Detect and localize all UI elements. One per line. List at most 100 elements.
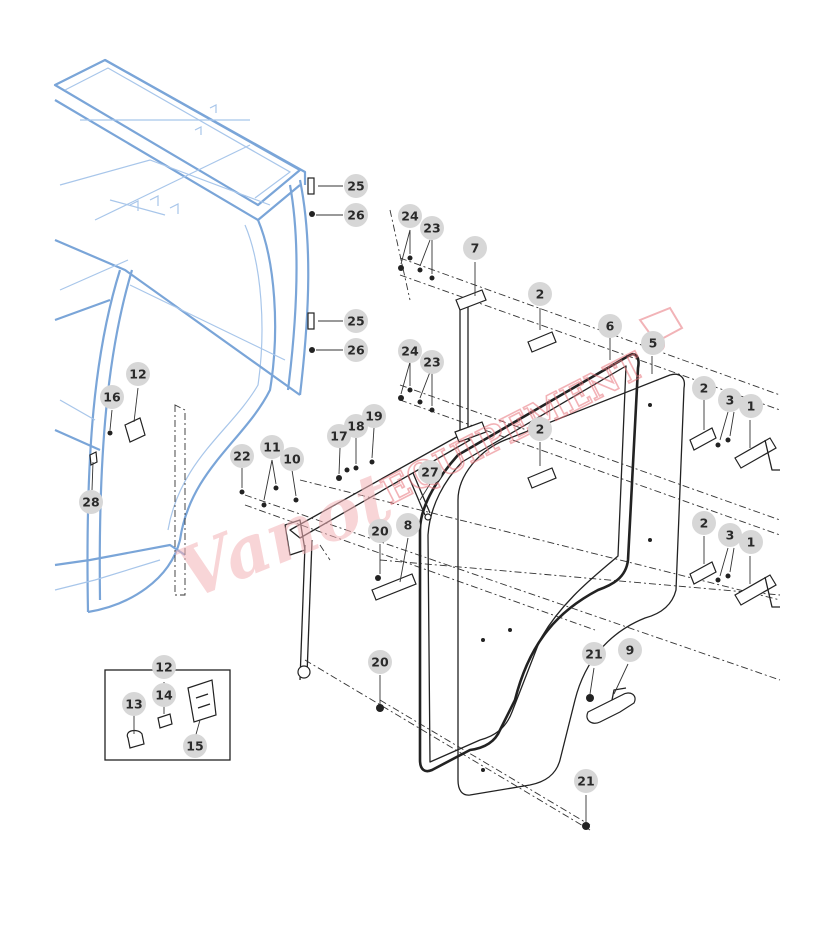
callout-10: 10 <box>280 447 304 471</box>
svg-text:18: 18 <box>347 419 364 434</box>
callout-19: 19 <box>362 404 386 428</box>
svg-text:12: 12 <box>155 660 172 675</box>
callout-20-b: 20 <box>368 650 392 674</box>
plate-2-top <box>527 331 557 353</box>
assembly-lines <box>244 209 781 831</box>
callout-23-top: 23 <box>420 216 444 240</box>
svg-text:2: 2 <box>700 516 709 531</box>
svg-text:15: 15 <box>186 739 203 754</box>
plate-8 <box>371 573 417 601</box>
callouts: 25 26 25 26 24 23 7 2 6 5 24 23 2 3 1 2 … <box>79 174 763 793</box>
door-glass <box>457 373 686 796</box>
svg-text:1: 1 <box>747 535 756 550</box>
callout-1-a: 1 <box>739 394 763 418</box>
svg-text:5: 5 <box>649 336 658 351</box>
plate-2-right-low <box>689 561 717 585</box>
callout-9: 9 <box>618 638 642 662</box>
callout-3-a: 3 <box>718 388 742 412</box>
callout-20-a: 20 <box>368 519 392 543</box>
callout-2-b: 2 <box>692 376 716 400</box>
svg-text:26: 26 <box>347 343 365 358</box>
svg-text:17: 17 <box>330 429 347 444</box>
svg-text:21: 21 <box>585 647 602 662</box>
svg-text:20: 20 <box>371 524 389 539</box>
svg-text:11: 11 <box>263 440 280 455</box>
svg-text:25: 25 <box>347 314 364 329</box>
callout-8: 8 <box>396 513 420 537</box>
svg-text:26: 26 <box>347 208 365 223</box>
svg-text:19: 19 <box>365 409 382 424</box>
svg-text:20: 20 <box>371 655 389 670</box>
svg-text:7: 7 <box>471 241 480 256</box>
callout-21-a: 21 <box>582 642 606 666</box>
callout-22: 22 <box>230 444 254 468</box>
svg-text:27: 27 <box>421 465 438 480</box>
door-seal <box>418 352 640 773</box>
door-opening-outline <box>174 404 186 596</box>
latch-on-frame <box>124 417 146 443</box>
plates <box>371 331 780 608</box>
svg-text:24: 24 <box>401 344 419 359</box>
svg-text:23: 23 <box>423 355 440 370</box>
callout-1-b: 1 <box>739 530 763 554</box>
callout-26-mid: 26 <box>344 338 368 362</box>
callout-15: 15 <box>183 734 207 758</box>
callout-24-mid: 24 <box>398 339 422 363</box>
svg-text:25: 25 <box>347 179 364 194</box>
callout-12-inset: 12 <box>152 655 176 679</box>
svg-text:8: 8 <box>404 518 413 533</box>
svg-text:22: 22 <box>233 449 250 464</box>
callout-6: 6 <box>598 314 622 338</box>
fasteners <box>107 177 731 830</box>
plate-2-right-top <box>689 427 717 451</box>
callout-12-frame: 12 <box>126 362 150 386</box>
svg-text:23: 23 <box>423 221 440 236</box>
svg-text:2: 2 <box>536 287 545 302</box>
latch-body-15 <box>187 679 217 723</box>
callout-2-d: 2 <box>692 511 716 535</box>
callout-26-top: 26 <box>344 203 368 227</box>
callout-13: 13 <box>122 692 146 716</box>
svg-text:14: 14 <box>155 688 173 703</box>
svg-text:10: 10 <box>283 452 301 467</box>
svg-text:9: 9 <box>626 643 635 658</box>
callout-23-mid: 23 <box>420 350 444 374</box>
leader-lines <box>91 185 751 822</box>
callout-3-b: 3 <box>718 523 742 547</box>
svg-text:3: 3 <box>726 393 735 408</box>
callout-2-c: 2 <box>528 417 552 441</box>
plate-2-mid <box>527 467 557 489</box>
callout-21-b: 21 <box>574 769 598 793</box>
callout-28: 28 <box>79 490 103 514</box>
svg-text:13: 13 <box>125 697 142 712</box>
callout-25-mid: 25 <box>344 309 368 333</box>
svg-text:12: 12 <box>129 367 146 382</box>
callout-5: 5 <box>641 331 665 355</box>
latch-detail-inset <box>104 669 231 761</box>
callout-25-top: 25 <box>344 174 368 198</box>
callout-11: 11 <box>260 435 284 459</box>
cab-frame <box>53 58 310 614</box>
callout-17: 17 <box>327 424 351 448</box>
svg-text:24: 24 <box>401 209 419 224</box>
svg-text:16: 16 <box>103 390 121 405</box>
svg-text:2: 2 <box>536 422 545 437</box>
svg-text:1: 1 <box>747 399 756 414</box>
svg-text:3: 3 <box>726 528 735 543</box>
hinge-bar-assembly <box>284 289 487 681</box>
watermark-script: Vanot <box>165 455 403 616</box>
callout-27: 27 <box>418 460 442 484</box>
callout-2-a: 2 <box>528 282 552 306</box>
pin-14 <box>157 713 173 729</box>
svg-text:6: 6 <box>606 319 615 334</box>
svg-text:28: 28 <box>82 495 99 510</box>
cap-13 <box>126 729 145 749</box>
callout-16: 16 <box>100 385 124 409</box>
door-handle <box>586 692 636 724</box>
svg-text:2: 2 <box>700 381 709 396</box>
callout-24-top: 24 <box>398 204 422 228</box>
svg-text:21: 21 <box>577 774 594 789</box>
callout-7: 7 <box>463 236 487 260</box>
